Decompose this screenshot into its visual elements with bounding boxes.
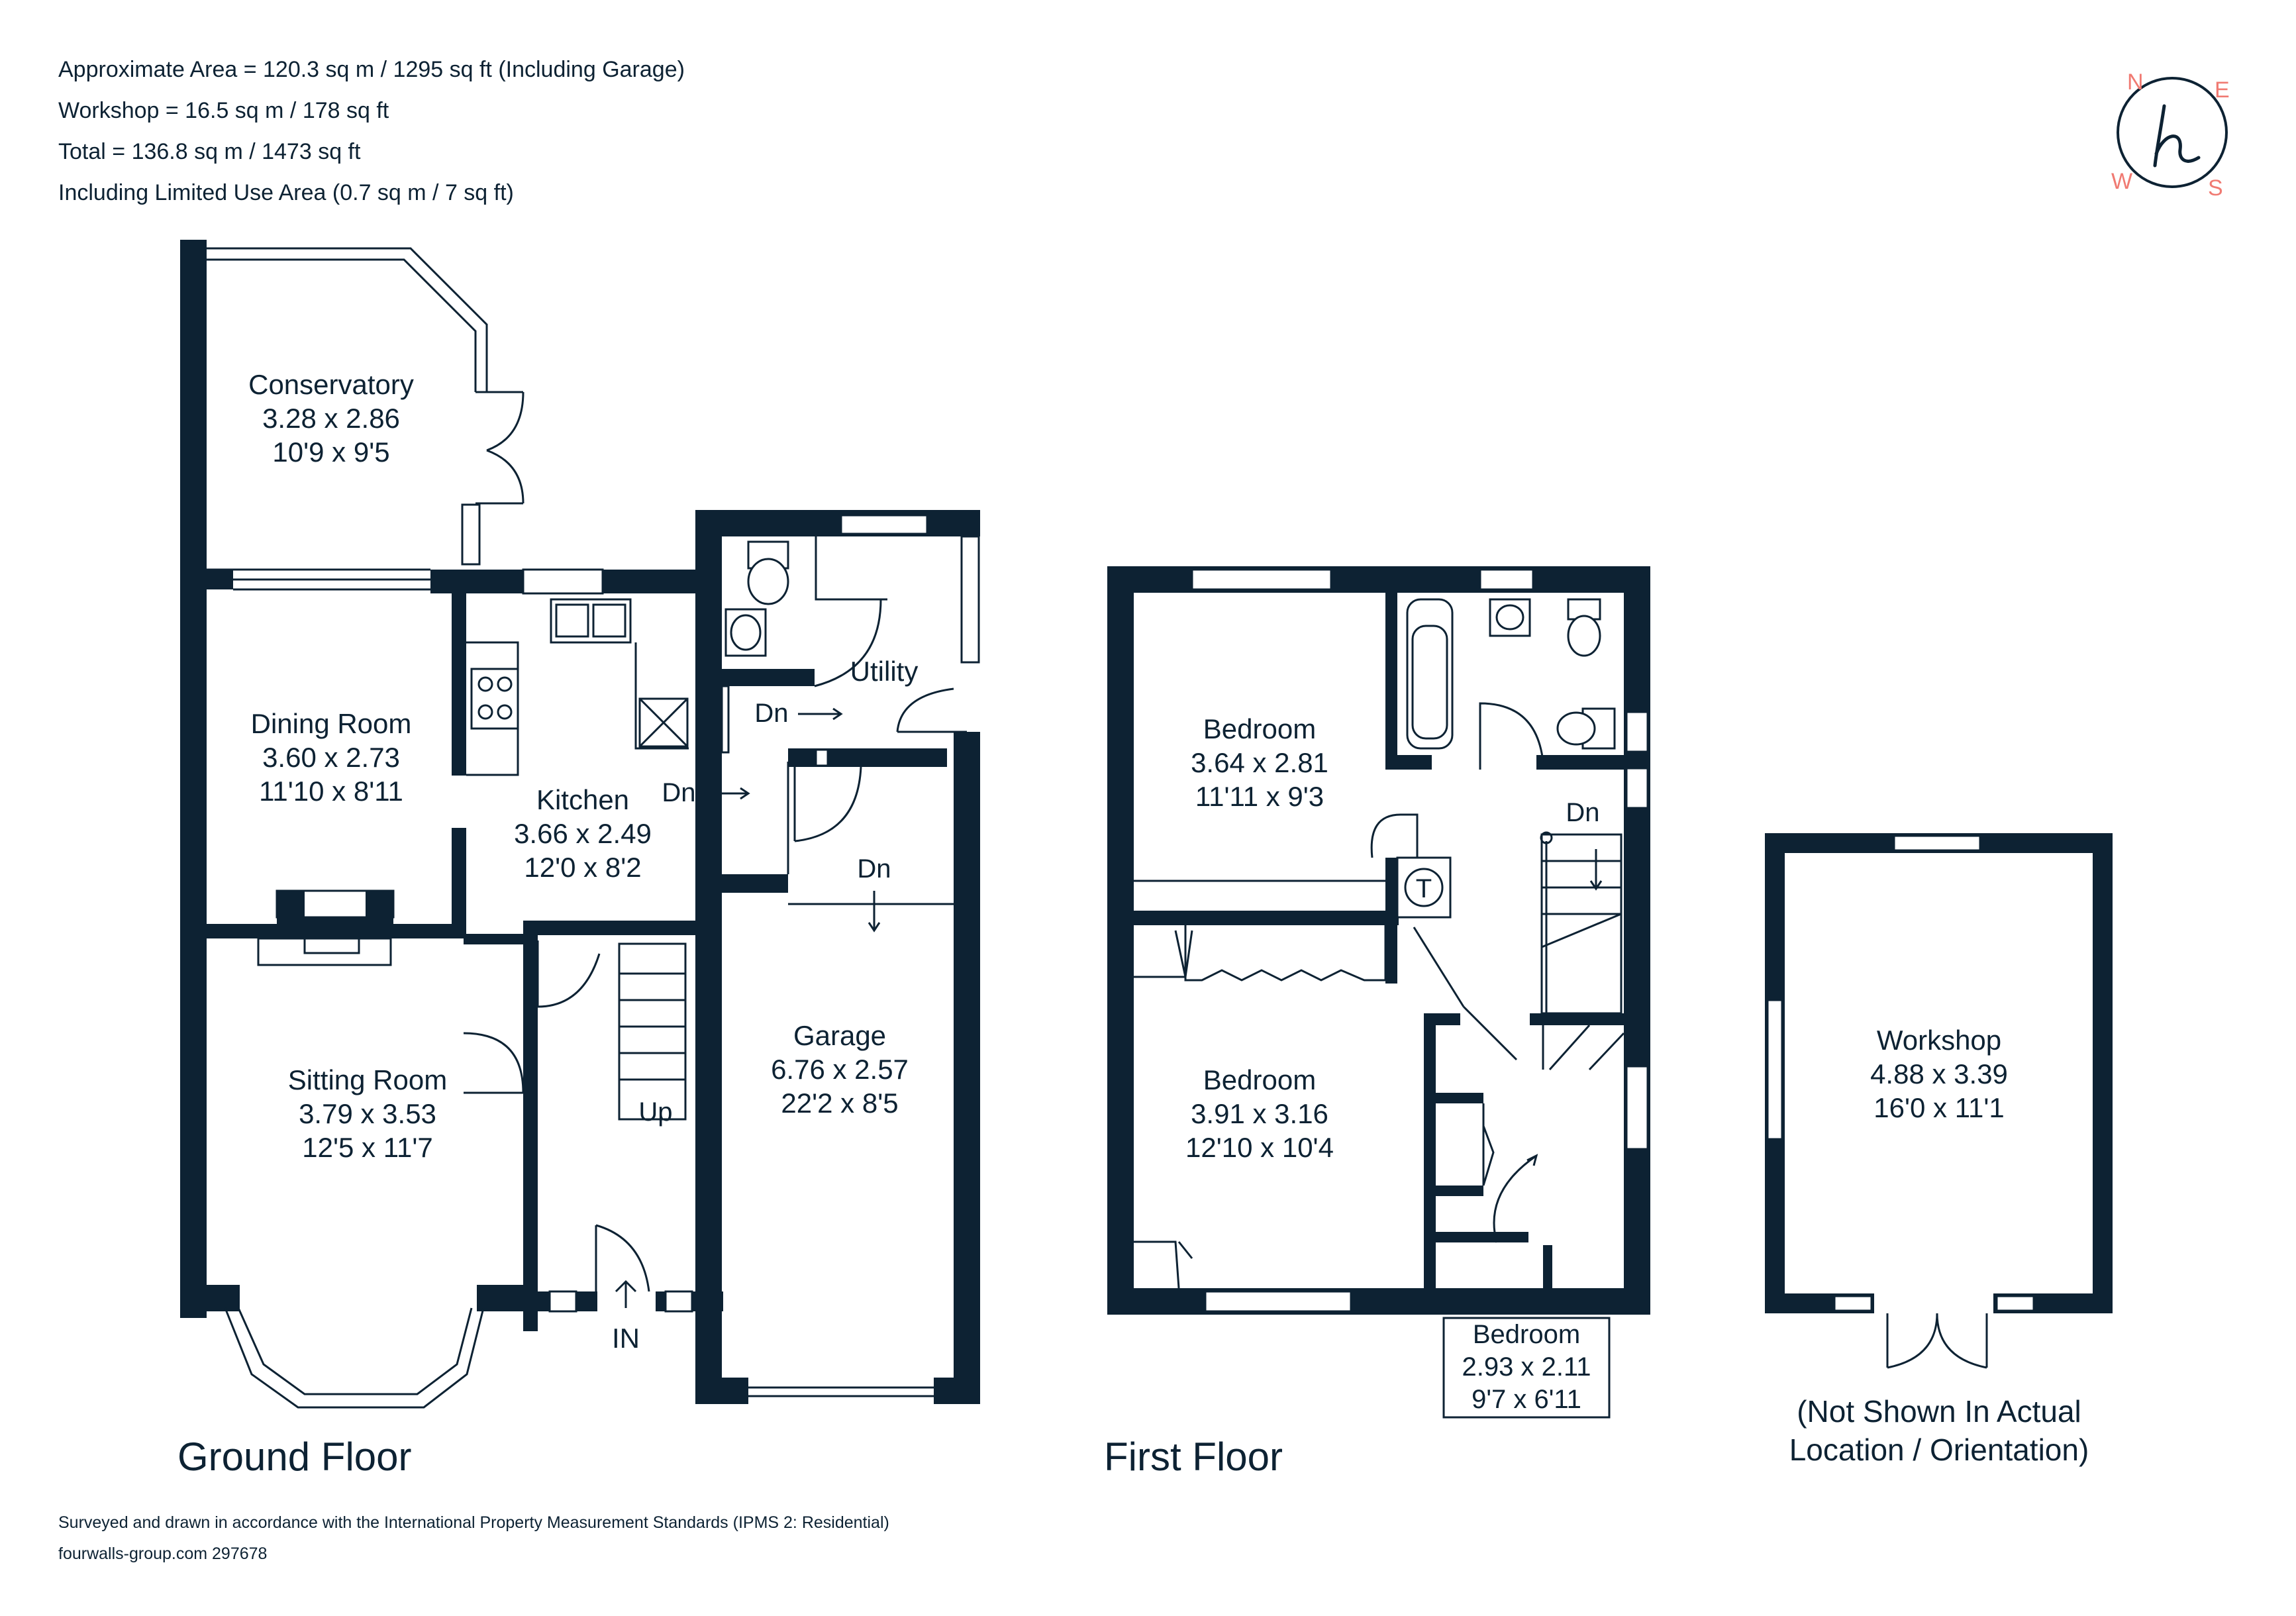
first-floor-title: First Floor: [1104, 1435, 1283, 1479]
workshop-imperial: 16'0 x 11'1: [1873, 1092, 2004, 1123]
entrance-mark: IN: [612, 1323, 640, 1354]
dining-room-imperial: 11'10 x 8'11: [259, 776, 403, 807]
down-mark-kitchen: Dn: [662, 778, 695, 807]
bedroom-2-imperial: 12'10 x 10'4: [1185, 1132, 1334, 1163]
compass-e: E: [2215, 77, 2230, 103]
down-mark-first-floor: Dn: [1566, 798, 1599, 827]
kitchen-imperial: 12'0 x 8'2: [524, 852, 641, 883]
workshop-note-line-2: Location / Orientation): [1789, 1432, 2089, 1467]
workshop-plan: [1765, 833, 2113, 1369]
workshop-metric: 4.88 x 3.39: [1870, 1058, 2008, 1089]
down-mark-garage: Dn: [857, 854, 891, 884]
survey-standards-note: Surveyed and drawn in accordance with th…: [58, 1513, 889, 1532]
bedroom-1-label: Bedroom: [1203, 713, 1316, 744]
up-mark: Up: [638, 1097, 672, 1127]
down-mark-utility: Dn: [754, 699, 788, 728]
bedroom-2-label: Bedroom: [1203, 1064, 1316, 1095]
conservatory-imperial: 10'9 x 9'5: [272, 436, 389, 468]
workshop-location-note: (Not Shown In Actual Location / Orientat…: [1747, 1393, 2131, 1469]
dining-room-metric: 3.60 x 2.73: [262, 742, 400, 773]
workshop-note-line-1: (Not Shown In Actual: [1797, 1394, 2081, 1429]
garage-metric: 6.76 x 2.57: [771, 1054, 909, 1085]
compass-w: W: [2111, 169, 2132, 194]
bedroom-1-imperial: 11'11 x 9'3: [1195, 781, 1324, 812]
kitchen-label: Kitchen: [536, 784, 629, 815]
workshop-area-line: Workshop = 16.5 sq m / 178 sq ft: [58, 98, 389, 123]
bedroom-3-metric: 2.93 x 2.11: [1462, 1352, 1591, 1382]
area-summary-line: Approximate Area = 120.3 sq m / 1295 sq …: [58, 57, 685, 82]
total-area-line: Total = 136.8 sq m / 1473 sq ft: [58, 139, 361, 164]
ground-floor-title: Ground Floor: [177, 1435, 412, 1479]
conservatory-label: Conservatory: [248, 369, 414, 400]
sitting-room-metric: 3.79 x 3.53: [299, 1098, 436, 1129]
compass-logo: N E W S: [2111, 70, 2230, 201]
bedroom-3-imperial: 9'7 x 6'11: [1472, 1385, 1581, 1414]
dining-room-label: Dining Room: [251, 708, 412, 739]
workshop-label: Workshop: [1877, 1025, 2001, 1056]
garage-label: Garage: [793, 1020, 886, 1051]
bedroom-1-metric: 3.64 x 2.81: [1191, 747, 1328, 778]
first-floor-plan: T: [1107, 566, 1650, 1419]
sitting-room-imperial: 12'5 x 11'7: [302, 1132, 432, 1163]
compass-s: S: [2208, 176, 2223, 201]
reference-line: fourwalls-group.com 297678: [58, 1544, 268, 1563]
bedroom-2-metric: 3.91 x 3.16: [1191, 1098, 1328, 1129]
utility-label: Utility: [850, 656, 919, 687]
tank-mark: T: [1416, 874, 1432, 903]
conservatory-metric: 3.28 x 2.86: [262, 403, 400, 434]
limited-use-area-line: Including Limited Use Area (0.7 sq m / 7…: [58, 180, 514, 205]
garage-imperial: 22'2 x 8'5: [781, 1087, 898, 1119]
sitting-room-label: Sitting Room: [288, 1064, 447, 1095]
compass-n: N: [2127, 70, 2144, 95]
ground-floor-plan: [180, 240, 980, 1409]
kitchen-metric: 3.66 x 2.49: [514, 818, 652, 849]
bedroom-3-label: Bedroom: [1473, 1320, 1580, 1349]
